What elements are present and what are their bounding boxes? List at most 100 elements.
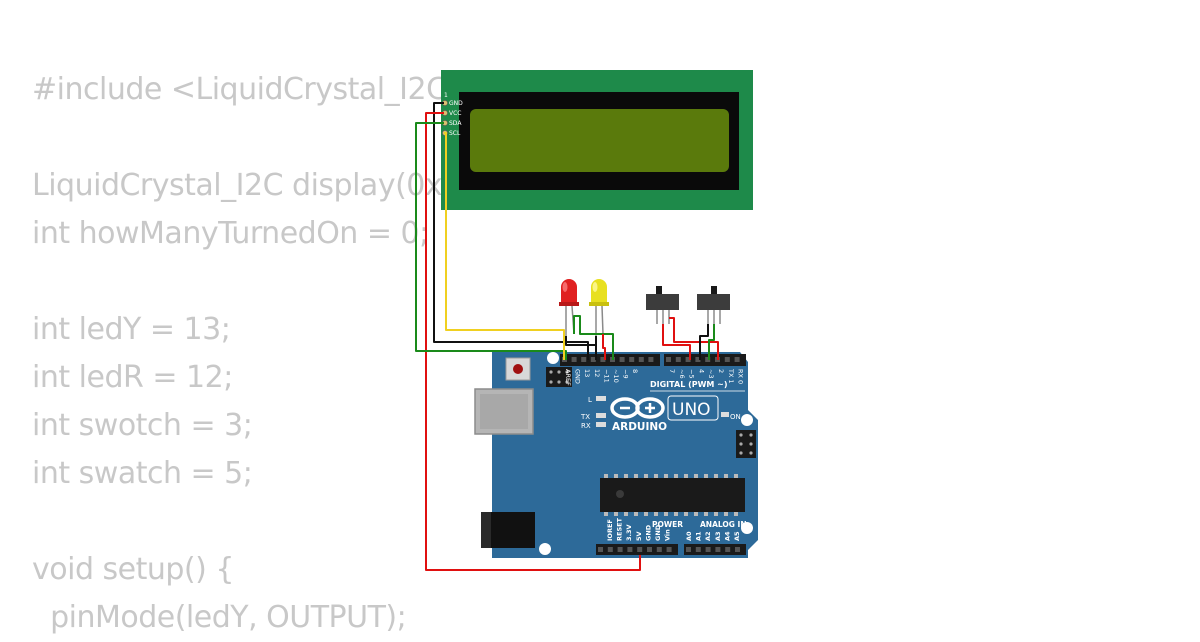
pin-hole <box>724 357 730 362</box>
pin-hole <box>695 357 701 362</box>
lcd-pin-header <box>442 100 448 136</box>
bottom-pin-holes <box>598 547 740 552</box>
code-line: int swatch = 5; <box>32 456 253 491</box>
mount-hole <box>539 543 551 555</box>
digital-pin-label: 4 <box>697 369 705 373</box>
digital-pin-label: ~3 <box>707 369 715 379</box>
code-editor-background: #include <LiquidCrystal_I2C LiquidCrystal… <box>32 66 447 642</box>
pin-hole <box>637 547 643 552</box>
power-header-label: POWER <box>652 520 683 529</box>
power-pin-label: IOREF <box>606 519 614 541</box>
pin-hole <box>685 357 691 362</box>
analog-in-header-label: ANALOG IN <box>700 520 747 529</box>
power-on-indicator <box>721 412 729 417</box>
power-pin-label: RESET <box>616 517 624 541</box>
mount-hole <box>741 414 753 426</box>
pin-hole <box>598 547 603 552</box>
code-line: pinMode(ledY, OUTPUT); <box>32 600 407 635</box>
pin-hole <box>648 357 654 362</box>
switch-knob[interactable] <box>711 286 717 295</box>
code-line: #include <LiquidCrystal_I2C <box>32 72 447 107</box>
slide-switch-2[interactable] <box>697 286 730 324</box>
power-pin-label: 5V <box>635 531 643 541</box>
lcd-pin-scl-label: SCL <box>449 130 461 137</box>
wire-lcd-scl <box>444 132 565 360</box>
digital-pwm-label: DIGITAL (PWM ~) <box>650 380 728 389</box>
pin-hole <box>666 547 672 552</box>
code-line: LiquidCrystal_I2C display(0x <box>32 168 443 203</box>
digital-pin-label: RX 0 <box>737 369 745 384</box>
led-yellow[interactable] <box>589 279 609 336</box>
digital-pin-label: 12 <box>593 369 601 377</box>
pin-hole <box>571 357 577 362</box>
usb-port-inner <box>480 394 528 429</box>
pin-hole <box>656 547 662 552</box>
wire-led-red <box>573 315 614 360</box>
lcd-screen <box>470 109 729 172</box>
wire-lcd-gnd <box>433 102 589 360</box>
pin-hole <box>638 357 644 362</box>
analog-pin-label: A5 <box>733 531 741 541</box>
code-line: int ledY = 13; <box>32 312 231 347</box>
power-pin-label: 3.3V <box>625 524 633 541</box>
led-tx-label: TX <box>580 413 590 421</box>
lcd-pin-gnd-label: GND <box>449 100 463 107</box>
mount-hole <box>741 522 753 534</box>
digital-pin-label: 2 <box>717 369 725 373</box>
led-rx-label: RX <box>581 422 591 430</box>
lcd-module[interactable]: 1 GND VCC SDA SCL <box>441 70 753 210</box>
lcd-pin-vcc-label: VCC <box>449 110 461 117</box>
pin-hole <box>675 357 681 362</box>
pin-hole <box>617 547 623 552</box>
pin-hole <box>734 357 740 362</box>
pin-hole <box>686 547 691 552</box>
dc-power-jack-edge <box>481 512 491 548</box>
digital-pin-label: 7 <box>668 369 676 373</box>
digital-pin-label: 8 <box>631 369 639 373</box>
pin-hole <box>619 357 625 362</box>
pin-hole <box>590 357 596 362</box>
code-line: int ledR = 12; <box>32 360 233 395</box>
led-red[interactable] <box>559 279 579 336</box>
pin-hole <box>627 547 633 552</box>
uno-badge <box>667 395 719 421</box>
pin-hole <box>607 547 613 552</box>
wire-led-yellow <box>602 334 606 360</box>
power-pin-header[interactable] <box>596 544 678 555</box>
led-l-label: L <box>588 396 592 404</box>
digital-pin-label: ~9 <box>622 369 630 379</box>
atmega-chip <box>600 474 745 516</box>
wire-switch1-vcc <box>669 317 719 360</box>
pin-hole <box>725 547 731 552</box>
digital-pin-label: TX 1 <box>727 368 735 384</box>
analog-pin-label: A0 <box>685 531 693 541</box>
uno-model-label: UNO <box>672 400 711 420</box>
digital-pin-label: GND <box>574 369 582 384</box>
power-on-label: ON <box>730 413 741 421</box>
led-rx-indicator <box>596 422 606 427</box>
digital-pin-label: AREF <box>564 369 572 386</box>
arduino-logo-text: ARDUINO <box>612 421 667 433</box>
pin-hole <box>705 357 711 362</box>
digital-pin-label: ~6 <box>678 369 686 379</box>
lcd-pin-one-marker: 1 <box>444 92 448 99</box>
pin-hole <box>629 357 635 362</box>
code-line: void setup() { <box>32 552 234 587</box>
digital-pin-label: 13 <box>583 369 591 377</box>
wire-switch2-gnd <box>699 324 709 360</box>
digital-pin-label: ~5 <box>688 369 696 379</box>
pin-hole <box>647 547 652 552</box>
switch-knob[interactable] <box>656 286 662 295</box>
analog-pin-label: A4 <box>723 531 731 541</box>
led-tx-indicator <box>596 413 606 418</box>
slide-switch-1[interactable] <box>646 286 679 324</box>
pin-hole <box>581 357 587 362</box>
pin-hole <box>735 547 740 552</box>
analog-pin-header[interactable] <box>684 544 746 555</box>
analog-pin-label: A2 <box>704 531 712 541</box>
